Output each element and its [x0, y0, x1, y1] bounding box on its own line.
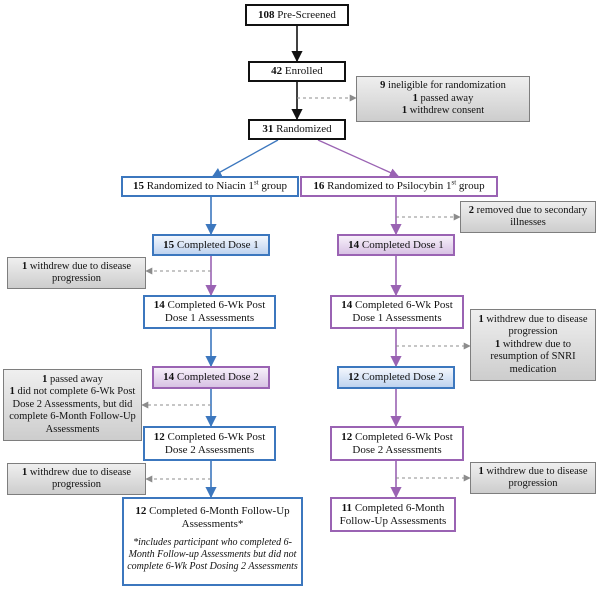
psilocybin-withdrew-snri-text: withdrew due to resumption of SNRI medic…: [490, 338, 576, 375]
psilocybin-dose1-count: 14: [348, 238, 360, 251]
withdrew-consent-count: 1: [401, 105, 408, 117]
psilocybin-loss1-box: 1 withdrew due to disease progression 1 …: [470, 309, 596, 381]
psilocybin-withdrew-progression-text: withdrew due to disease progression: [486, 313, 588, 338]
psilocybin-wk6-2-box: 12 Completed 6-Wk Post Dose 2 Assessment…: [330, 426, 464, 461]
niacin-incomplete-text: did not complete 6-Wk Post Dose 2 Assess…: [9, 386, 136, 435]
exclusions-box: 9 ineligible for randomization 1 passed …: [356, 76, 530, 122]
niacin-withdrew1-box: 1 withdrew due to disease progression: [7, 257, 146, 289]
psilocybin-removed-text: removed due to secondary illnesses: [476, 204, 588, 229]
psilocybin-6month-count: 11: [341, 501, 353, 514]
niacin-dose2-label: Completed Dose 2: [176, 371, 259, 383]
psilocybin-wk6-1-label: Completed 6-Wk Post Dose 1 Assessments: [352, 299, 453, 324]
psilocybin-dose2-count: 12: [348, 371, 360, 383]
niacin-passed-away-count: 1: [42, 373, 48, 385]
randomized-count: 31: [262, 123, 274, 135]
psilocybin-group-sup: st: [451, 178, 457, 187]
niacin-group-tail: group: [258, 180, 288, 192]
psilocybin-withdrew3-count: 1: [478, 465, 484, 477]
niacin-withdrew3-box: 1 withdrew due to disease progression: [7, 463, 146, 495]
psilocybin-wk6-1-count: 14: [341, 299, 353, 311]
psilocybin-wk6-1-box: 14 Completed 6-Wk Post Dose 1 Assessment…: [330, 295, 464, 329]
niacin-dose2-count: 14: [163, 371, 175, 383]
withdrew-consent-text: withdrew consent: [409, 105, 485, 117]
niacin-6month-footnote: *includes participant who completed 6-Mo…: [127, 537, 298, 572]
niacin-incomplete-count: 1: [9, 386, 15, 398]
niacin-wk6-2-label: Completed 6-Wk Post Dose 2 Assessments: [164, 430, 266, 456]
psilocybin-dose2-label: Completed Dose 2: [361, 371, 444, 383]
niacin-withdrew3-count: 1: [21, 466, 28, 478]
psilocybin-removed-count: 2: [468, 204, 475, 216]
niacin-withdrew1-count: 1: [21, 260, 28, 272]
psilocybin-withdrew3-box: 1 withdrew due to disease progression: [470, 462, 596, 494]
niacin-wk6-1-count: 14: [153, 299, 165, 311]
psilocybin-group-label: Randomized to Psilocybin 1: [327, 180, 452, 192]
pre-screened-box: 108 Pre-Screened: [245, 4, 349, 26]
niacin-dose1-box: 15 Completed Dose 1: [152, 234, 270, 256]
ineligible-text: ineligible for randomization: [388, 80, 506, 92]
niacin-dose1-label: Completed Dose 1: [176, 238, 259, 251]
niacin-wk6-2-count: 12: [153, 430, 165, 443]
niacin-group-box: 15 Randomized to Niacin 1st group: [121, 176, 299, 197]
niacin-withdrew1-text: withdrew due to disease progression: [29, 260, 132, 285]
niacin-group-sup: st: [253, 178, 259, 187]
niacin-6month-count: 12: [135, 505, 147, 517]
psilocybin-dose1-label: Completed Dose 1: [361, 238, 444, 251]
niacin-dose1-count: 15: [163, 238, 175, 251]
psilocybin-group-tail: group: [456, 180, 485, 192]
enrolled-box: 42 Enrolled: [248, 61, 346, 82]
arrow-to-psilocybin: [317, 139, 399, 177]
randomized-label: Randomized: [276, 123, 332, 135]
psilocybin-wk6-2-count: 12: [341, 430, 353, 443]
niacin-passed-away-text: passed away: [50, 373, 103, 385]
psilocybin-withdrew-snri-count: 1: [494, 338, 501, 350]
passed-away-text: passed away: [420, 92, 474, 104]
psilocybin-group-box: 16 Randomized to Psilocybin 1st group: [300, 176, 498, 197]
pre-screened-count: 108: [258, 8, 275, 21]
psilocybin-withdrew3-text: withdrew due to disease progression: [486, 465, 588, 490]
enrolled-count: 42: [271, 65, 283, 77]
psilocybin-6month-label: Completed 6-Month Follow-Up Assessments: [339, 501, 447, 527]
psilocybin-group-count: 16: [313, 180, 325, 192]
pre-screened-label: Pre-Screened: [277, 8, 336, 21]
passed-away-count: 1: [412, 92, 418, 104]
niacin-wk6-1-box: 14 Completed 6-Wk Post Dose 1 Assessment…: [143, 295, 276, 329]
niacin-wk6-1-label: Completed 6-Wk Post Dose 1 Assessments: [164, 299, 266, 324]
niacin-wk6-2-box: 12 Completed 6-Wk Post Dose 2 Assessment…: [143, 426, 276, 461]
psilocybin-dose1-box: 14 Completed Dose 1: [337, 234, 455, 256]
niacin-withdrew3-text: withdrew due to disease progression: [29, 466, 132, 491]
psilocybin-6month-box: 11 Completed 6-Month Follow-Up Assessmen…: [330, 497, 456, 532]
psilocybin-removed-box: 2 removed due to secondary illnesses: [460, 201, 596, 233]
niacin-dose2-box: 14 Completed Dose 2: [152, 366, 270, 389]
psilocybin-wk6-2-label: Completed 6-Wk Post Dose 2 Assessments: [352, 430, 453, 456]
niacin-group-count: 15: [132, 180, 144, 192]
randomized-box: 31 Randomized: [248, 119, 346, 140]
niacin-loss2-box: 1 passed away 1 did not complete 6-Wk Po…: [3, 369, 142, 441]
niacin-group-label: Randomized to Niacin 1: [146, 180, 254, 192]
niacin-6month-box: 12 Completed 6-Month Follow-Up Assessmen…: [122, 497, 303, 586]
ineligible-count: 9: [380, 80, 386, 92]
psilocybin-dose2-box: 12 Completed Dose 2: [337, 366, 455, 389]
psilocybin-withdrew-progression-count: 1: [478, 313, 484, 325]
enrolled-label: Enrolled: [284, 65, 323, 77]
arrow-to-niacin: [212, 139, 279, 177]
niacin-6month-label: Completed 6-Month Follow-Up Assessments*: [149, 505, 290, 530]
